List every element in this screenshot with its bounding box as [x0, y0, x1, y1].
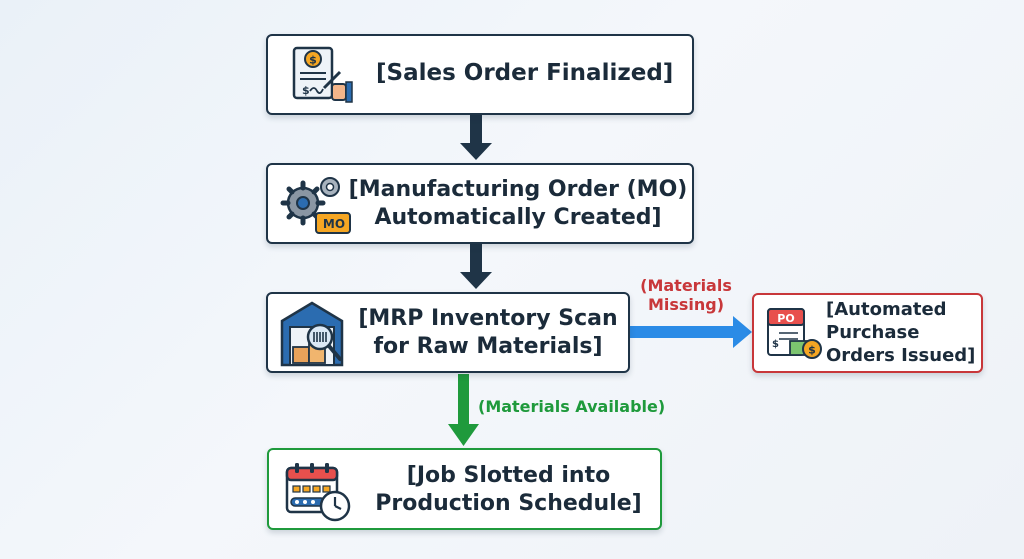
po-tag-text: PO — [777, 312, 794, 325]
arrow-mrp-to-schedule — [448, 374, 479, 446]
edge-label-line-1: (Materials — [640, 276, 732, 295]
edge-label-materials-available: (Materials Available) — [478, 397, 666, 416]
signed-invoice-icon: $ $ — [292, 46, 353, 103]
arrow-mo-to-mrp — [460, 244, 492, 289]
svg-text:$: $ — [808, 344, 816, 357]
node-label-line-2: Automatically Created] — [374, 205, 662, 230]
node-label-line-1: [Job Slotted into — [406, 463, 611, 488]
node-label-line-3: Orders Issued] — [826, 345, 976, 366]
node-label-line-1: [Manufacturing Order (MO) — [348, 177, 688, 202]
node-sales-order-finalized: $ $ [Sales Order Finalized] — [266, 34, 694, 115]
arrow-sales-to-mo — [460, 115, 492, 160]
svg-text:$: $ — [302, 84, 310, 97]
node-label-line-1: [MRP Inventory Scan — [358, 306, 618, 331]
svg-text:$: $ — [772, 339, 779, 350]
node-label-line-2: for Raw Materials] — [373, 334, 603, 359]
node-label-line-1: [Automated — [826, 299, 947, 320]
node-label-line-2: Purchase — [826, 322, 920, 343]
gears-mo-tag-icon: MO — [280, 177, 351, 234]
warehouse-scan-icon — [280, 301, 344, 367]
edge-label-materials-missing: (Materials Missing) — [628, 276, 744, 314]
node-production-schedule: [Job Slotted into Production Schedule] — [267, 448, 662, 530]
node-label: [Sales Order Finalized] — [376, 60, 674, 86]
edge-label-line-2: Missing) — [647, 295, 725, 315]
node-automated-purchase-orders: PO $ $ [Automated Purchase Orders Issued… — [752, 293, 983, 373]
node-label-line-2: Production Schedule] — [375, 491, 642, 516]
mo-tag-text: MO — [323, 217, 345, 231]
calendar-clock-icon — [285, 463, 351, 522]
purchase-order-icon: PO $ $ — [767, 308, 822, 359]
node-manufacturing-order: MO [Manufacturing Order (MO) Automatical… — [266, 163, 694, 244]
arrow-mrp-to-po — [630, 316, 752, 348]
svg-text:$: $ — [309, 54, 317, 67]
node-mrp-inventory-scan: [MRP Inventory Scan for Raw Materials] — [266, 292, 630, 373]
